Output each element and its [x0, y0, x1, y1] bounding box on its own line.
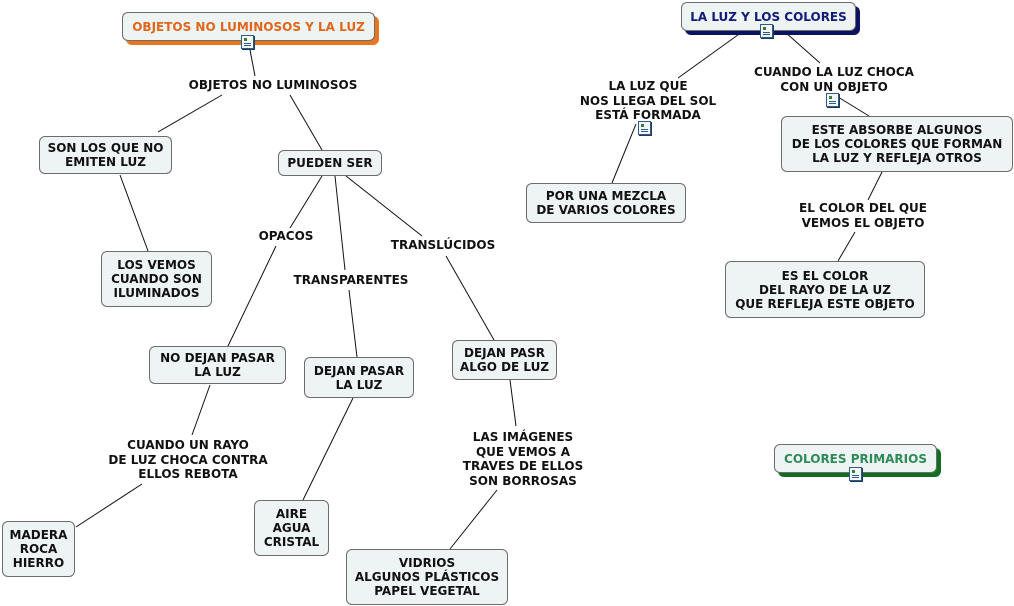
label-el-color-del-que: EL COLOR DEL QUE VEMOS EL OBJETO [790, 201, 936, 230]
node-por-una-mezcla[interactable]: POR UNA MEZCLA DE VARIOS COLORES [526, 183, 686, 223]
node-pueden-ser[interactable]: PUEDEN SER [278, 150, 382, 176]
node-es-el-color[interactable]: ES EL COLOR DEL RAYO DE LA UZ QUE REFLEJ… [725, 261, 925, 318]
label-translucidos: TRANSLÚCIDOS [382, 238, 504, 253]
node-dejan-pasar-la-luz[interactable]: DEJAN PASAR LA LUZ [304, 357, 414, 398]
node-los-vemos-cuando-son-iluminados[interactable]: LOS VEMOS CUANDO SON ILUMINADOS [101, 251, 212, 307]
document-icon[interactable] [638, 121, 651, 135]
label-las-imagenes: LAS IMÁGENES QUE VEMOS A TRAVES DE ELLOS… [456, 430, 590, 488]
label-opacos: OPACOS [252, 229, 320, 244]
document-icon[interactable] [849, 467, 862, 481]
document-icon[interactable] [826, 93, 839, 107]
node-este-absorbe-algunos[interactable]: ESTE ABSORBE ALGUNOS DE LOS COLORES QUE … [781, 116, 1013, 172]
node-madera-roca-hierro[interactable]: MADERA ROCA HIERRO [2, 521, 75, 577]
label-la-luz-que-nos-llega: LA LUZ QUE NOS LLEGA DEL SOL ESTÁ FORMAD… [572, 79, 724, 123]
document-icon[interactable] [760, 24, 773, 38]
node-vidrios-plasticos-papel[interactable]: VIDRIOS ALGUNOS PLÁSTICOS PAPEL VEGETAL [346, 549, 508, 605]
label-transparentes: TRANSPARENTES [286, 273, 416, 288]
node-no-dejan-pasar-la-luz[interactable]: NO DEJAN PASAR LA LUZ [149, 346, 286, 384]
node-son-los-que-no-emiten-luz[interactable]: SON LOS QUE NO EMITEN LUZ [39, 136, 172, 174]
label-cuando-un-rayo: CUANDO UN RAYO DE LUZ CHOCA CONTRA ELLOS… [100, 438, 276, 482]
node-aire-agua-cristal[interactable]: AIRE AGUA CRISTAL [254, 500, 329, 556]
node-dejan-pasr-algo-de-luz[interactable]: DEJAN PASR ALGO DE LUZ [452, 340, 557, 380]
label-cuando-la-luz-choca: CUANDO LA LUZ CHOCA CON UN OBJETO [748, 65, 920, 94]
root-colores-primarios[interactable]: COLORES PRIMARIOS [774, 444, 937, 473]
document-icon[interactable] [241, 35, 254, 49]
label-objetos-no-luminosos: OBJETOS NO LUMINOSOS [182, 78, 364, 93]
